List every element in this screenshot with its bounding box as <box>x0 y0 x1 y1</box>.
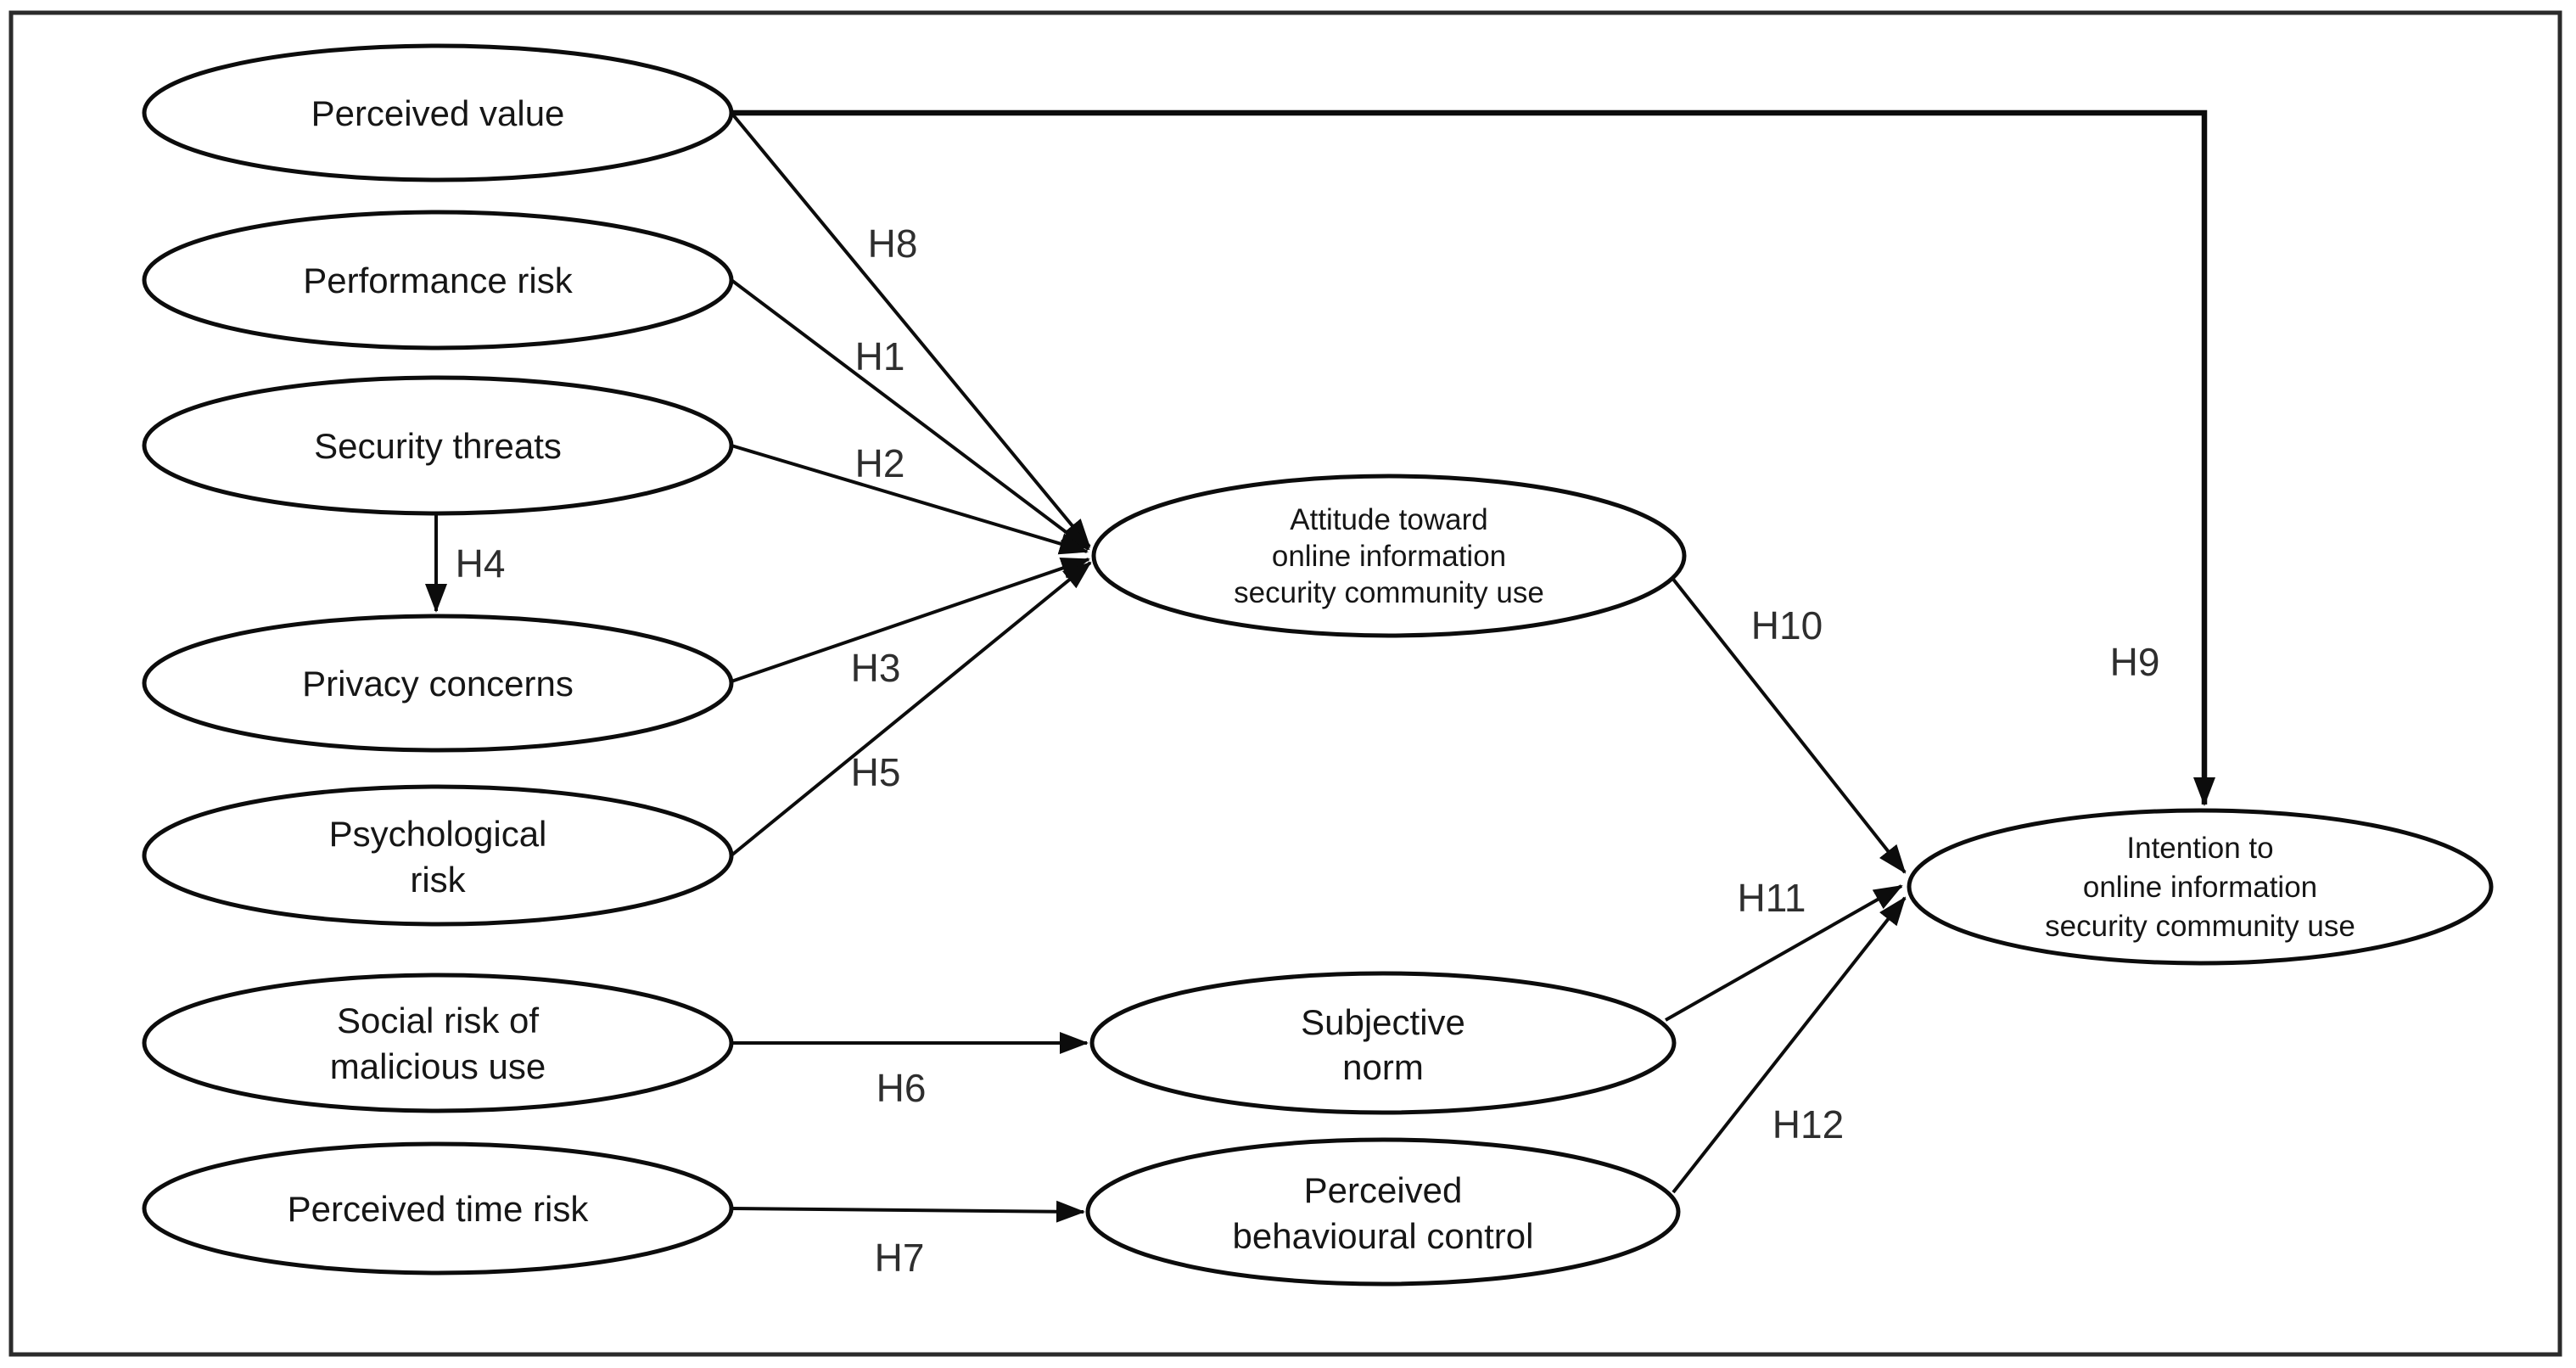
edge-label-h9: H9 <box>2110 640 2160 684</box>
node-privacy-concerns-shape <box>142 614 734 753</box>
edge-label-h10: H10 <box>1751 603 1823 648</box>
edge-h10: H10 <box>1670 575 1907 874</box>
node-perceived-value: Perceived value <box>142 43 734 182</box>
node-social-risk-of-malicious-use-shape <box>142 973 734 1113</box>
edge-label-h1: H1 <box>855 334 905 378</box>
node-social-risk-of-malicious-use: Social risk of malicious use <box>142 973 734 1113</box>
node-subjective-norm-shape <box>1089 971 1677 1115</box>
node-pbc-label-line1: Perceived <box>1304 1170 1463 1210</box>
node-perceived-value-label: Perceived value <box>311 93 565 133</box>
edge-label-h8: H8 <box>868 221 918 266</box>
edge-h7: H7 <box>731 1200 1085 1280</box>
node-perceived-time-risk-shape <box>142 1141 734 1275</box>
edge-h4: H4 <box>425 513 506 613</box>
edge-h8: H8 <box>730 111 1091 548</box>
node-perceived-time-risk-label: Perceived time risk <box>288 1189 590 1229</box>
node-perceived-value-shape <box>142 43 734 182</box>
node-attitude-shape <box>1091 474 1687 638</box>
node-subjective-norm: Subjective norm <box>1089 971 1677 1115</box>
edge-label-h3: H3 <box>851 646 901 690</box>
edge-label-h4: H4 <box>456 541 506 586</box>
edge-h6: H6 <box>731 1032 1089 1110</box>
node-psychological-risk-label-line1: Psychological <box>329 814 547 854</box>
edge-h1: H1 <box>730 278 1090 551</box>
node-performance-risk: Performance risk <box>142 210 734 350</box>
node-psychological-risk-shape <box>142 784 734 927</box>
edge-h2-line <box>731 444 1089 555</box>
node-social-risk-label-line2: malicious use <box>330 1046 546 1086</box>
node-privacy-concerns-label: Privacy concerns <box>302 664 574 704</box>
figure-border <box>8 10 2562 1357</box>
node-perceived-behavioural-control: Perceived behavioural control <box>1085 1137 1681 1287</box>
node-intention-label-line3: security community use <box>2045 910 2355 943</box>
node-intention-label-line1: Intention to <box>2126 832 2273 865</box>
node-subjective-norm-label-line1: Subjective <box>1301 1002 1465 1042</box>
node-perceived-time-risk: Perceived time risk <box>142 1141 734 1275</box>
edge-label-h5: H5 <box>851 750 901 794</box>
node-social-risk-label-line1: Social risk of <box>337 1001 539 1040</box>
edge-h5: H5 <box>730 561 1092 857</box>
edge-h3-line <box>731 558 1090 683</box>
node-privacy-concerns: Privacy concerns <box>142 614 734 753</box>
node-performance-risk-shape <box>142 210 734 350</box>
edge-h12: H12 <box>1672 896 1907 1194</box>
node-security-threats-shape <box>142 375 734 516</box>
node-psychological-risk-label-line2: risk <box>410 860 466 900</box>
nodes-layer: Perceived value Performance risk Securit… <box>142 43 2494 1287</box>
edge-h3: H3 <box>731 558 1090 690</box>
edge-h5-line <box>730 561 1092 857</box>
edge-h12-line <box>1672 896 1907 1194</box>
edge-h9: H9 <box>731 109 2215 806</box>
node-psychological-risk: Psychological risk <box>142 784 734 927</box>
edge-h10-line <box>1670 575 1907 874</box>
node-intention-shape <box>1907 808 2494 966</box>
edge-label-h12: H12 <box>1772 1102 1844 1147</box>
node-attitude-label-line3: security community use <box>1234 576 1544 609</box>
node-intention: Intention to online information security… <box>1907 808 2494 966</box>
edge-h7-line <box>731 1200 1085 1223</box>
edge-h11: H11 <box>1665 876 1903 1022</box>
edge-h9-line <box>731 109 2215 806</box>
edge-label-h2: H2 <box>855 441 905 485</box>
node-security-threats: Security threats <box>142 375 734 516</box>
node-attitude-label-line2: online information <box>1272 540 1506 573</box>
node-attitude-label-line1: Attitude toward <box>1290 503 1487 536</box>
node-subjective-norm-label-line2: norm <box>1342 1047 1424 1087</box>
node-performance-risk-label: Performance risk <box>303 261 573 300</box>
node-perceived-behavioural-control-shape <box>1085 1137 1681 1287</box>
node-intention-label-line2: online information <box>2083 871 2317 904</box>
node-pbc-label-line2: behavioural control <box>1233 1216 1534 1256</box>
edge-h1-line <box>730 278 1090 551</box>
edge-label-h7: H7 <box>875 1236 925 1280</box>
edge-h11-line <box>1665 884 1903 1022</box>
node-attitude: Attitude toward online information secur… <box>1091 474 1687 638</box>
edge-h2: H2 <box>731 441 1089 555</box>
edge-label-h11: H11 <box>1738 876 1806 920</box>
edge-h8-line <box>730 111 1091 548</box>
edges-layer: H9 H8 H1 H2 H3 H4 H5 <box>425 109 2215 1280</box>
node-security-threats-label: Security threats <box>314 426 562 466</box>
edge-label-h6: H6 <box>876 1066 927 1110</box>
